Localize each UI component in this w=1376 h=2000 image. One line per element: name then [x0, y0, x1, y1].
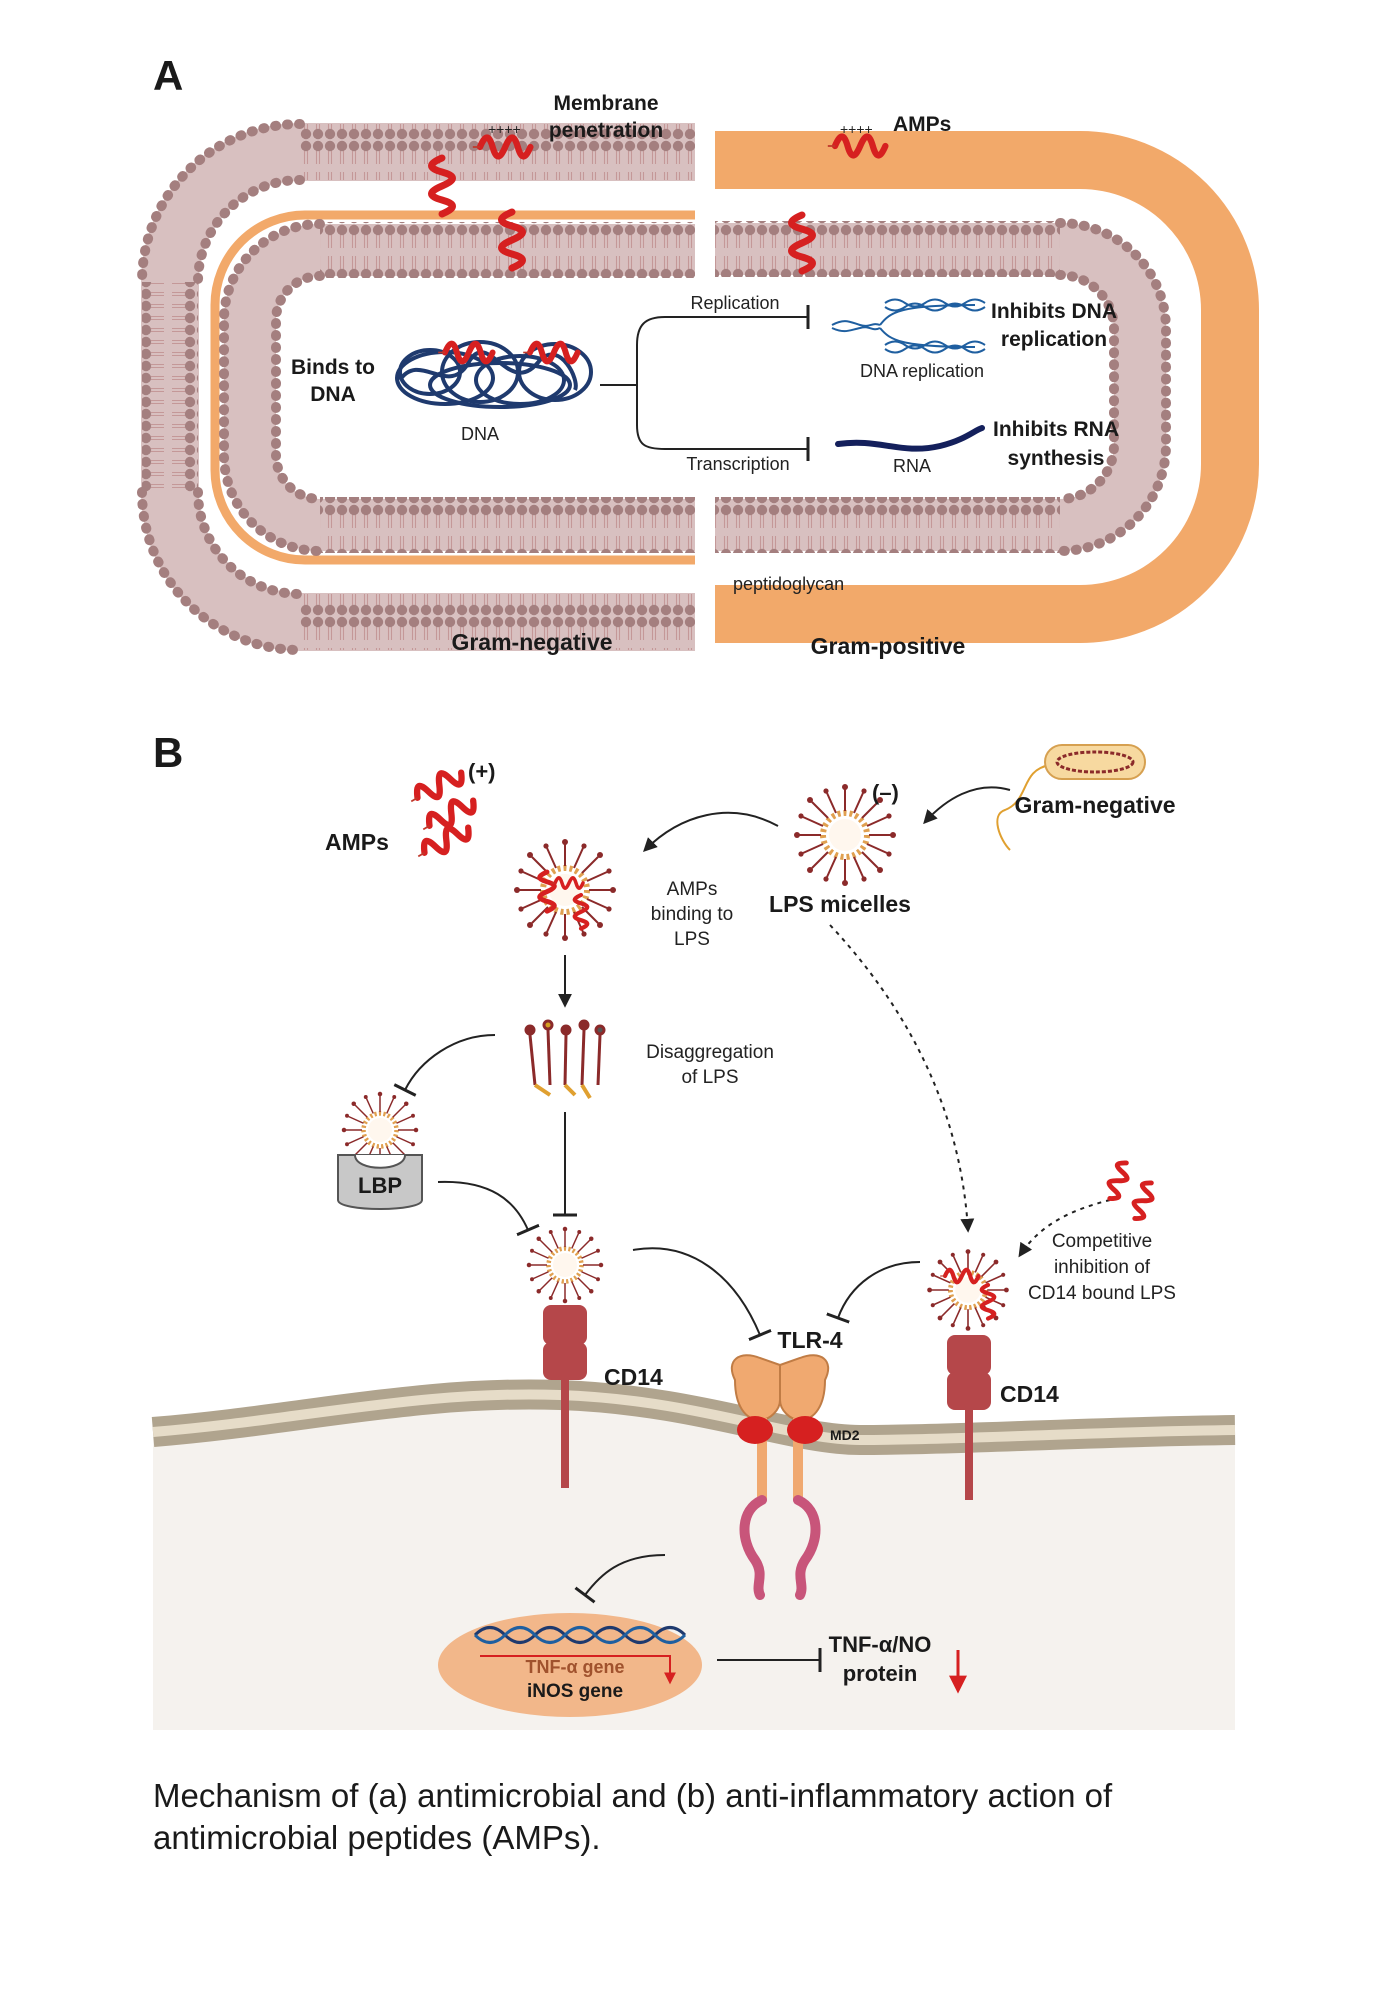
competitive-line2: inhibition of [1054, 1257, 1151, 1278]
gram-negative-label-b: Gram-negative [1014, 792, 1175, 818]
lbp-label: LBP [358, 1173, 402, 1198]
md2-label: MD2 [830, 1427, 860, 1443]
competitive-line1: Competitive [1052, 1231, 1152, 1252]
peptidoglycan-label: peptidoglycan [733, 574, 844, 594]
disaggregation-line2: of LPS [681, 1067, 738, 1088]
lps-micelles-label: LPS micelles [769, 891, 911, 917]
inhibits-rna-line1: Inhibits RNA [993, 418, 1119, 441]
dna-blob [395, 340, 593, 409]
tnf-gene-label: TNF-α gene [525, 1657, 624, 1677]
dna-replication-label: DNA replication [860, 361, 984, 381]
dashed-arrows [829, 924, 1111, 1258]
disaggregation-line1: Disaggregation [646, 1042, 774, 1063]
cd14-receptor-left [543, 1305, 587, 1488]
tlr4-receptor [730, 1354, 830, 1600]
amps-label-b: AMPs [325, 829, 389, 855]
cell-interior [153, 1394, 1235, 1730]
amps-plus-charge: (+) [468, 759, 496, 784]
tnf-protein-line1: TNF-α/NO [829, 1632, 932, 1657]
lbp-protein [337, 1154, 423, 1210]
cd14-receptor-right [947, 1335, 991, 1500]
amps-binding-line3: LPS [674, 929, 710, 950]
amps-label-a: AMPs [893, 113, 951, 136]
transcription-label: Transcription [686, 454, 789, 474]
gram-positive-label-a: Gram-positive [811, 633, 966, 659]
dna-label: DNA [461, 424, 499, 444]
figure-caption: Mechanism of (a) antimicrobial and (b) a… [153, 1777, 1113, 1856]
binds-to-dna-line2: DNA [310, 383, 356, 406]
middle-inhibition-arrows [393, 1034, 921, 1672]
panel-b-label: B [153, 729, 183, 776]
charge-plus-label-2: ++++ [840, 121, 873, 137]
amps-binding-line2: binding to [651, 904, 733, 925]
gene-dna-helix [473, 1626, 687, 1644]
top-arrows [643, 786, 1011, 852]
replication-label: Replication [690, 293, 779, 313]
gene-expression-arrow [480, 1655, 676, 1685]
inhibits-dna-line2: replication [1001, 328, 1107, 351]
cd14-label-right: CD14 [1000, 1381, 1059, 1407]
inos-gene-label: iNOS gene [527, 1681, 623, 1702]
minus-charge: (–) [872, 780, 899, 805]
inhibition-bracket [600, 305, 810, 461]
disaggregated-lps-icon [524, 1019, 606, 1100]
cd14-label-left: CD14 [604, 1364, 663, 1390]
amps-binding-line1: AMPs [667, 879, 718, 900]
gram-negative-cell [137, 119, 695, 655]
gram-negative-label-a: Gram-negative [451, 629, 612, 655]
membrane-penetration-line1: Membrane [553, 92, 658, 115]
tlr4-label: TLR-4 [777, 1327, 842, 1353]
binds-to-dna-line1: Binds to [291, 356, 375, 379]
gram-positive-cell [715, 131, 1259, 643]
tnf-protein-line2: protein [843, 1661, 918, 1686]
rna-strand [835, 425, 985, 452]
panel-a-label: A [153, 52, 183, 99]
inhibits-rna-line2: synthesis [1008, 447, 1105, 470]
charge-plus-label: ++++ [488, 121, 521, 137]
competitive-line3: CD14 bound LPS [1028, 1283, 1176, 1304]
nucleus [438, 1613, 702, 1717]
inhibits-dna-line1: Inhibits DNA [991, 300, 1117, 323]
gram-negative-bacterium-icon [996, 744, 1146, 851]
dna-replication-fork [831, 298, 986, 354]
membrane-penetration-line2: penetration [549, 119, 663, 142]
rna-label: RNA [893, 456, 931, 476]
